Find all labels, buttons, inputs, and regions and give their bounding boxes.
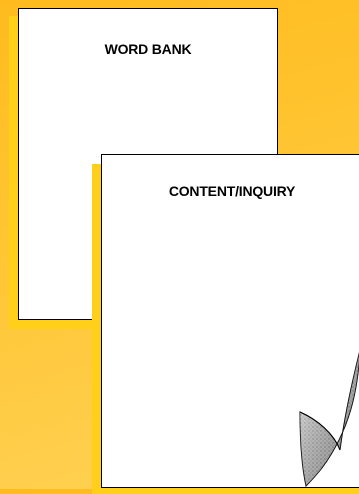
page-curl-icon [300,350,359,490]
content-inquiry-title: CONTENT/INQUIRY [102,183,359,199]
word-bank-title: WORD BANK [19,41,277,57]
